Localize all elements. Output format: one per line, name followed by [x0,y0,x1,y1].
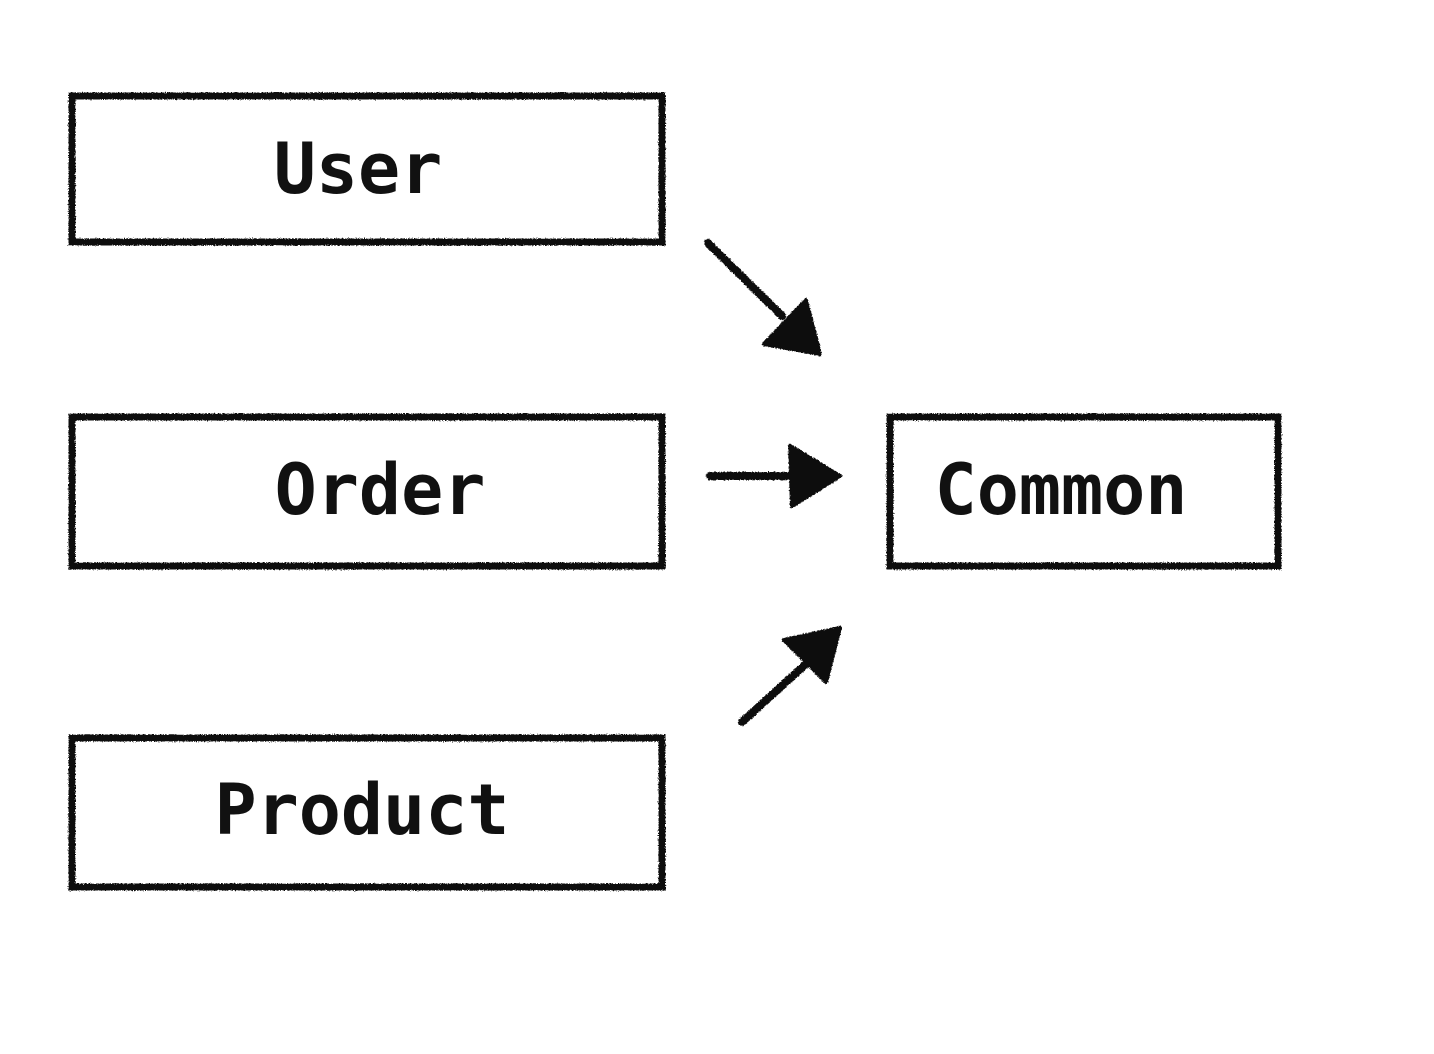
edge-order-to-common-arrow [706,444,842,508]
node-product: Product [68,734,666,891]
node-user: User [68,92,666,246]
node-order-label: Order [275,449,486,531]
edge-product-to-common-shaft [738,660,810,726]
edge-user-to-common-arrow [704,239,822,356]
node-product-box [68,734,666,891]
node-product-label: Product [214,769,509,851]
edge-user-to-common-head [762,298,822,356]
edge-user-to-common-shaft [704,239,786,320]
edge-product-to-common-head [782,626,842,684]
node-user-box [68,92,666,246]
node-order-box [68,413,666,570]
edge-product-to-common-arrow [738,626,842,726]
node-order: Order [68,413,666,570]
node-common-box [886,413,1282,570]
node-common: Common [886,413,1282,570]
node-common-label: Common [935,449,1188,531]
edge-order-to-common-head [788,444,842,508]
node-user-label: User [274,128,443,210]
